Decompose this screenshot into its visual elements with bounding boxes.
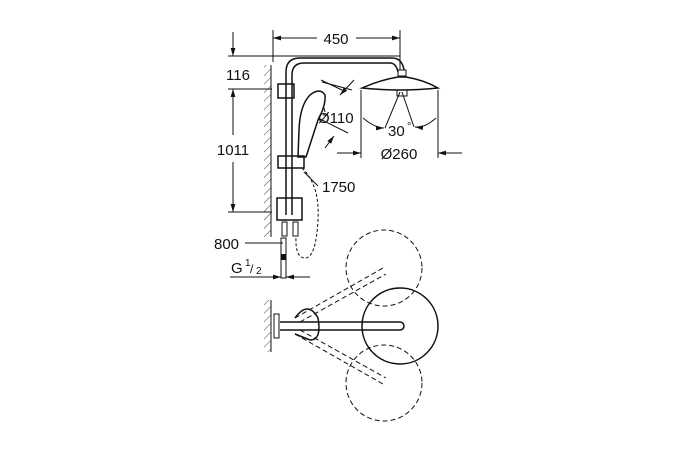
shower-rail bbox=[276, 57, 405, 237]
degree-symbol: ° bbox=[407, 121, 411, 133]
hand-shower-diameter-label: Ø110 bbox=[318, 110, 354, 127]
width-dimension: 450 bbox=[272, 30, 401, 70]
svg-text:/: / bbox=[250, 262, 254, 276]
height-dimensions: 116 1011 bbox=[217, 32, 400, 213]
head-shower: 30 ° Ø260 bbox=[337, 69, 462, 163]
wall-elevation bbox=[264, 65, 272, 237]
top-offset-label: 116 bbox=[226, 67, 250, 84]
hose-length-label: 1750 bbox=[322, 179, 355, 196]
rail-height-label: 1011 bbox=[217, 142, 249, 159]
plan-view bbox=[264, 229, 439, 422]
thread-numerator: 1 bbox=[245, 258, 251, 269]
connection-dimension: 800 G 1 / 2 bbox=[214, 236, 310, 280]
head-diameter-label: Ø260 bbox=[381, 146, 418, 163]
width-label: 450 bbox=[323, 31, 348, 48]
tilt-angle-label: 30 bbox=[388, 123, 405, 140]
thread-prefix: G bbox=[231, 260, 243, 277]
thread-denominator: 2 bbox=[256, 266, 262, 277]
hand-shower: Ø110 1750 bbox=[295, 79, 355, 259]
connection-length-label: 800 bbox=[214, 236, 239, 253]
